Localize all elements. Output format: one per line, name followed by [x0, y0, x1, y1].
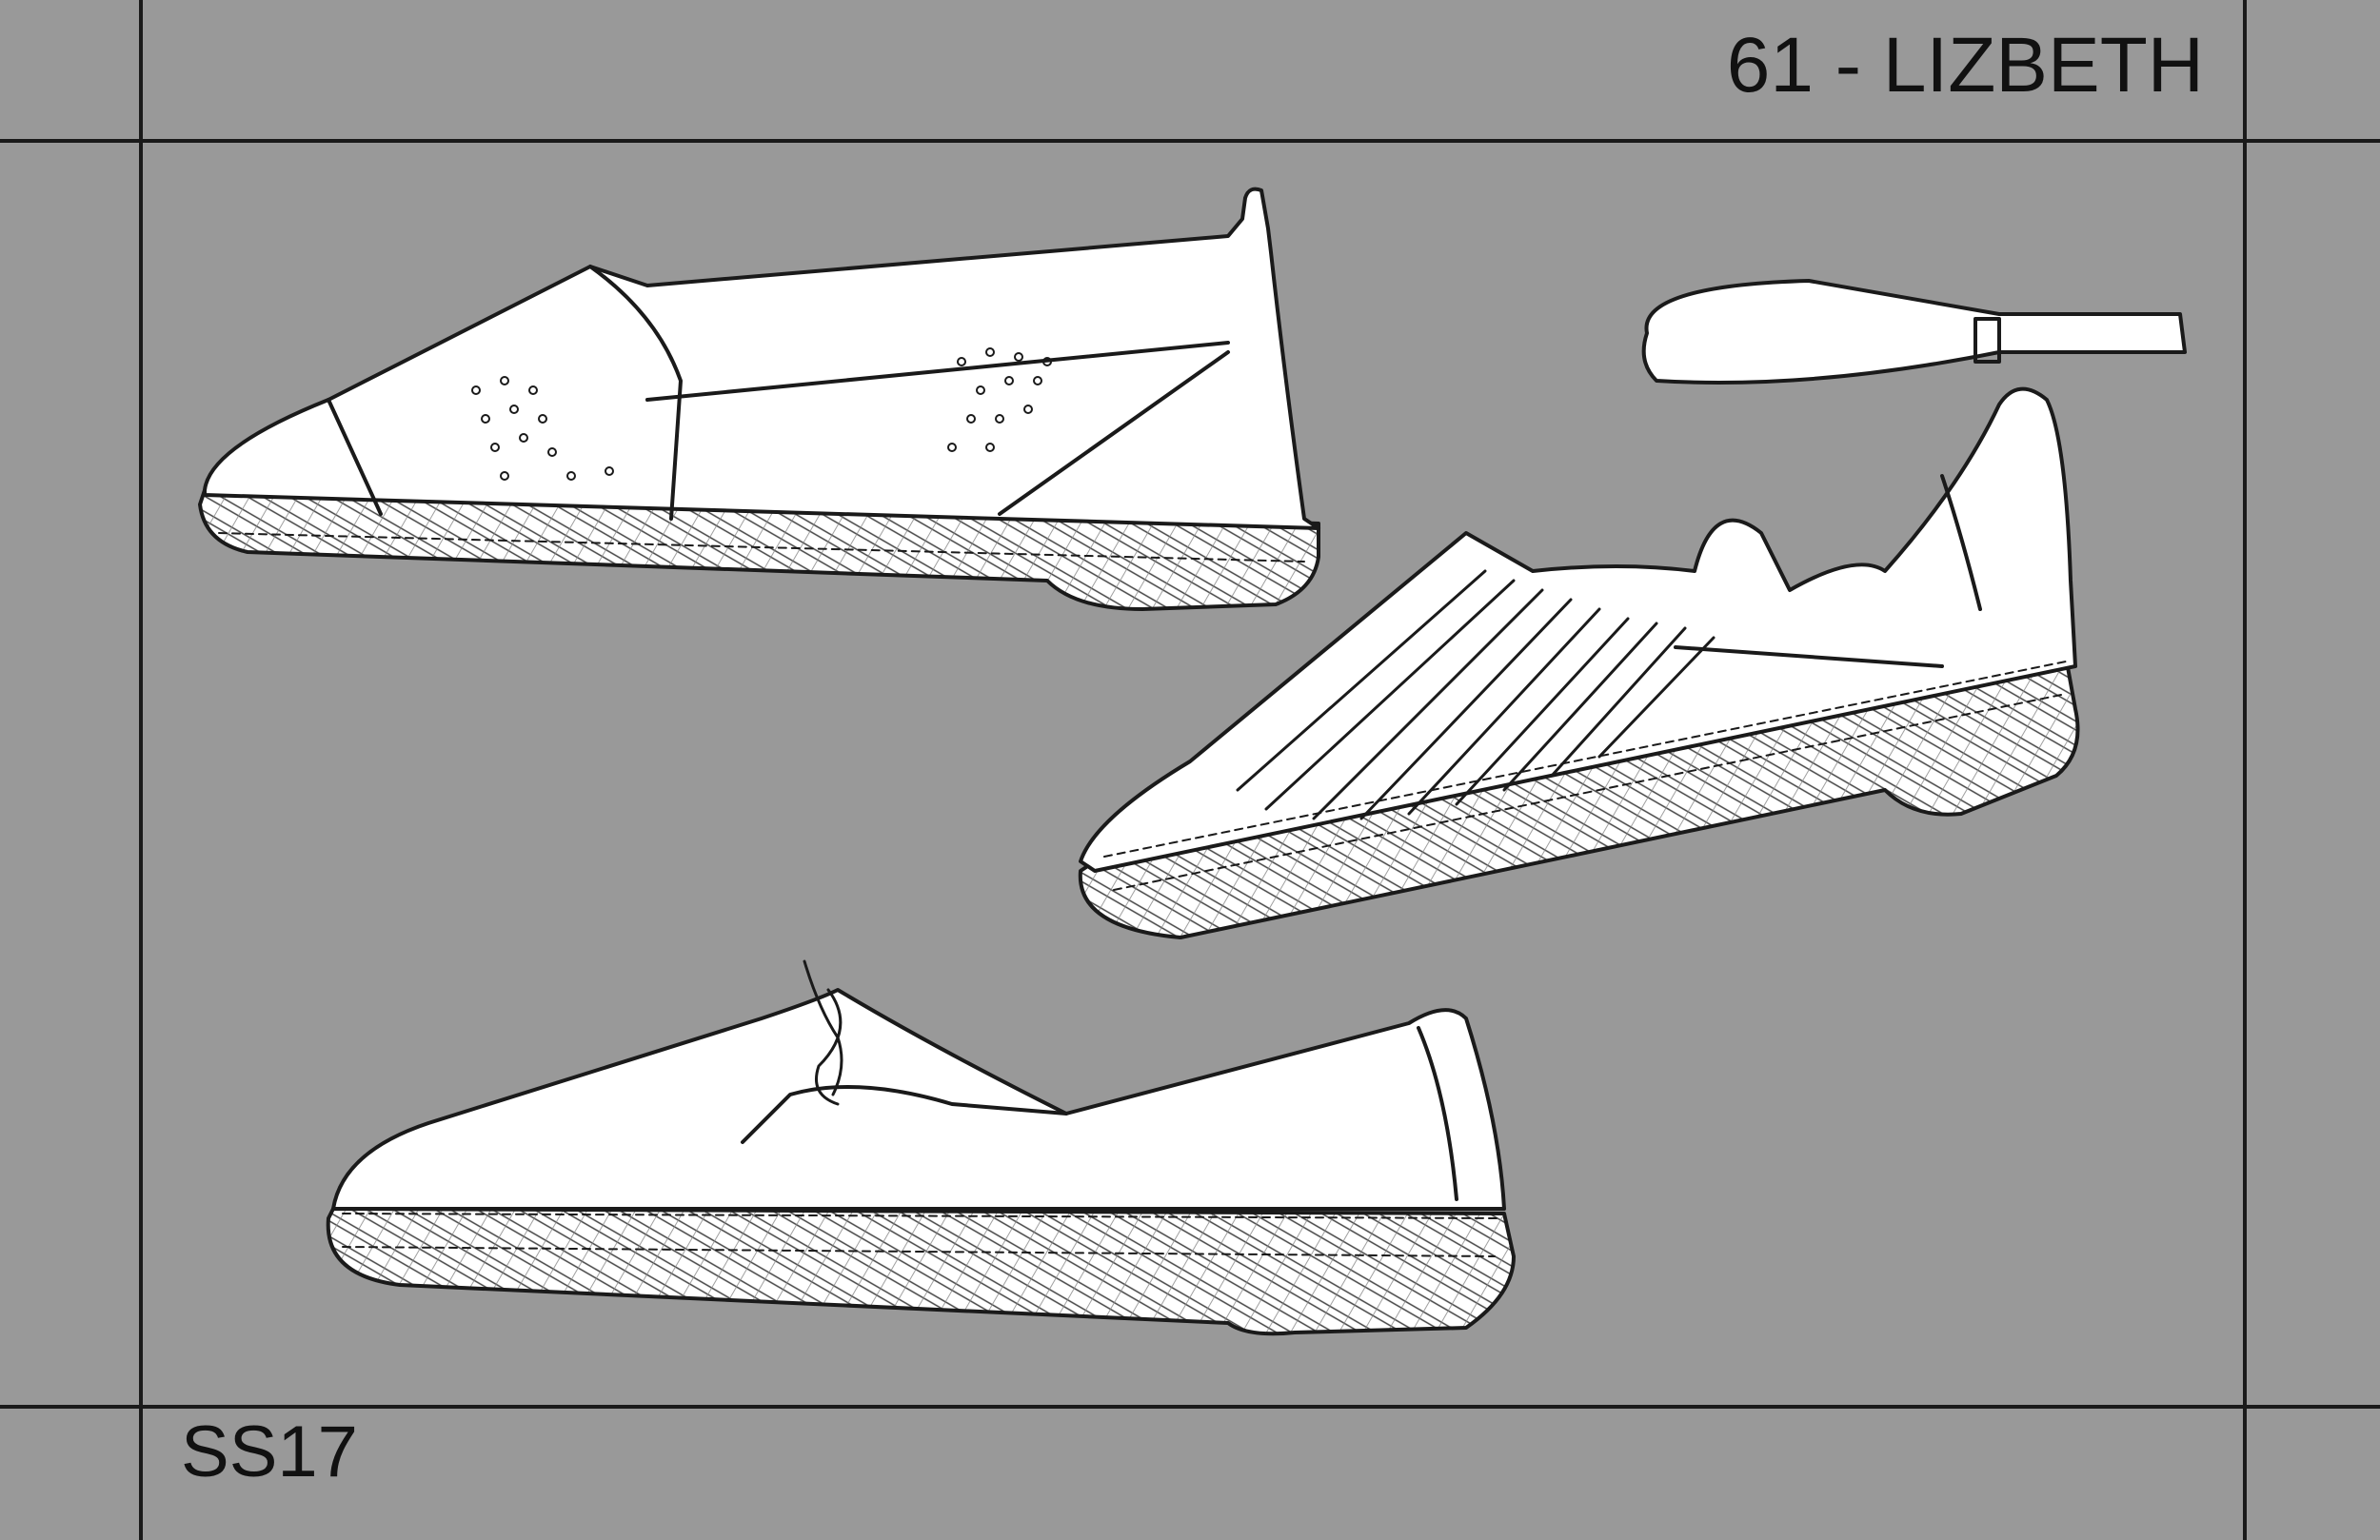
- shoe1-upper: [203, 187, 1320, 530]
- shoe1-perforations: [471, 347, 1052, 481]
- season-label: SS17: [181, 1412, 358, 1492]
- perforated-espadrille-sketch: [198, 187, 1320, 611]
- ankle-strap-band: [1641, 279, 2187, 385]
- shoe3-sole: [326, 1207, 1516, 1336]
- lace-up-espadrille-sketch: [326, 959, 1516, 1336]
- shoe3-quarter-panel: [741, 1085, 1068, 1144]
- shoe3-upper: [331, 988, 1506, 1211]
- shoe1-topline: [645, 341, 1230, 402]
- buckle-icon: [1973, 317, 2001, 364]
- shoe1-vamp-panel: [588, 265, 683, 521]
- shoe3-lace: [803, 959, 843, 1106]
- collection-title: 61 - LIZBETH: [1726, 22, 2204, 109]
- shoe2-woven-straps: [1236, 569, 1716, 820]
- shoe2-sole: [1078, 655, 2080, 939]
- shoe1-quarter-seam: [998, 350, 1230, 516]
- woven-ankle-strap-espadrille-sketch: [1078, 279, 2187, 939]
- shoe1-toe-cap: [327, 398, 383, 516]
- shoe2-heel-counter: [1940, 474, 1982, 611]
- shoe2-stitching: [1103, 661, 2067, 891]
- ankle-strap: [1641, 279, 2187, 385]
- shoe2-insole: [1674, 645, 1944, 668]
- shoe1-stitching: [213, 494, 1310, 563]
- shoe3-stitching: [342, 1213, 1500, 1257]
- shoe3-heel-seam: [1417, 1026, 1458, 1201]
